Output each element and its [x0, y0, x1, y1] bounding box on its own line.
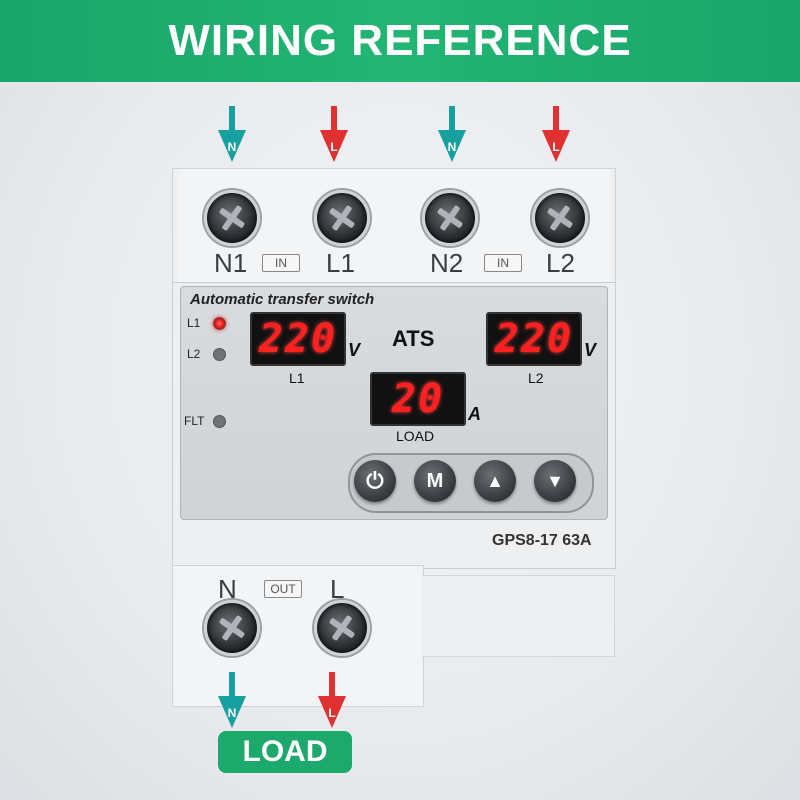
line-in-arrow-2: L [542, 106, 570, 162]
unit-a-load: A [468, 404, 481, 424]
arrow-letter: N [448, 140, 457, 154]
display-label-l1: L1 [289, 370, 305, 386]
load-label: LOAD [218, 731, 352, 773]
led-l1-indicator [213, 317, 226, 330]
up-button[interactable]: ▲ [474, 460, 516, 502]
device-bottom-right-step [422, 575, 615, 657]
output-label-l: L [330, 574, 345, 604]
terminal-screw-l2[interactable] [532, 190, 588, 246]
terminal-screw-n1[interactable] [204, 190, 260, 246]
led-label-flt: FLT [184, 414, 205, 428]
panel-title: Automatic transfer switch [190, 291, 375, 308]
terminal-screw-l1[interactable] [314, 190, 370, 246]
led-l2-indicator [213, 348, 226, 361]
led-label-l2: L2 [187, 347, 201, 361]
page-title: WIRING REFERENCE [168, 16, 632, 65]
neutral-out-arrow: N [218, 672, 246, 728]
voltage-display-l1: 220 [250, 312, 346, 366]
terminal-label-l2: L2 [546, 248, 575, 278]
current-display-load: 20 [370, 372, 466, 426]
line-out-arrow: L [318, 672, 346, 728]
display-label-load: LOAD [396, 428, 435, 444]
terminal-label-n2: N2 [430, 248, 464, 278]
neutral-in-arrow-1: N [218, 106, 246, 162]
mode-button[interactable]: M [414, 460, 456, 502]
unit-v-l2: V [584, 340, 597, 360]
display-label-l2: L2 [528, 370, 544, 386]
arrow-letter: L [330, 140, 337, 154]
terminal-label-n1: N1 [214, 248, 248, 278]
output-label-n: N [218, 574, 237, 604]
arrow-letter: N [228, 140, 237, 154]
out-indicator: OUT [264, 580, 302, 598]
down-button[interactable]: ▼ [534, 460, 576, 502]
in-indicator-1: IN [262, 254, 300, 272]
line-in-arrow-1: L [320, 106, 348, 162]
terminal-screw-out-n[interactable] [204, 600, 260, 656]
led-flt-indicator [213, 415, 226, 428]
voltage-display-l2: 220 [486, 312, 582, 366]
header-bar [0, 0, 800, 82]
arrow-letter: L [552, 140, 559, 154]
model-label: GPS8-17 63A [492, 532, 592, 549]
terminal-label-l1: L1 [326, 248, 355, 278]
arrow-letter: N [228, 706, 237, 720]
unit-v-l1: V [348, 340, 361, 360]
neutral-in-arrow-2: N [438, 106, 466, 162]
ats-label: ATS [392, 326, 435, 351]
terminal-screw-n2[interactable] [422, 190, 478, 246]
in-indicator-2: IN [484, 254, 522, 272]
led-label-l1: L1 [187, 316, 201, 330]
power-button[interactable]: ⏻ [354, 460, 396, 502]
arrow-letter: L [328, 706, 335, 720]
terminal-screw-out-l[interactable] [314, 600, 370, 656]
